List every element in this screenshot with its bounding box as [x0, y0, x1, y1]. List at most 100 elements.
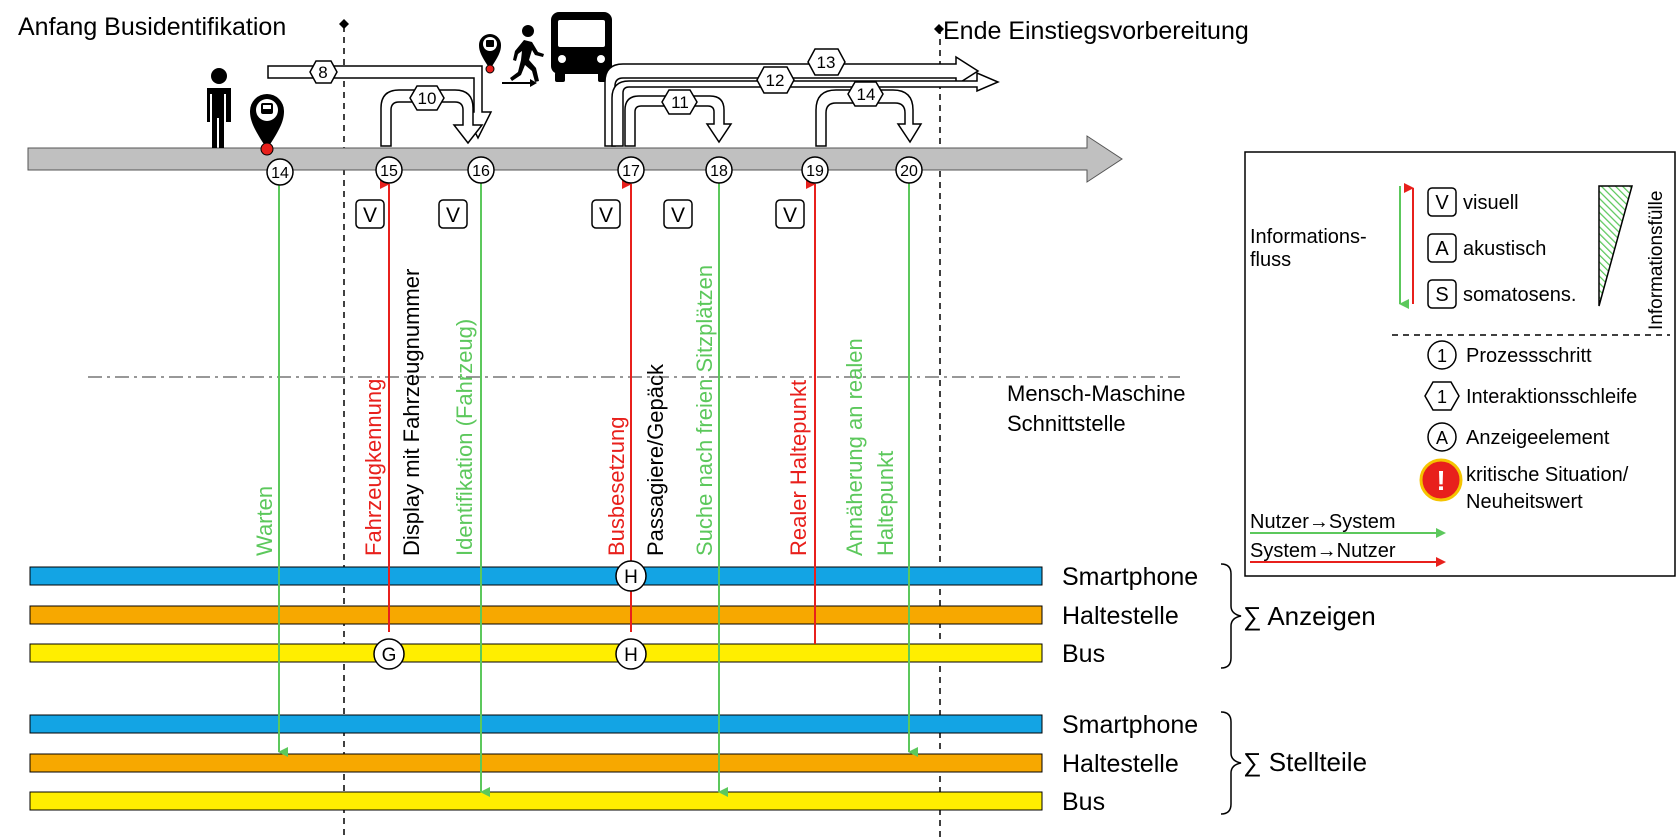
legend-step-circle: [1427, 340, 1457, 370]
end-phase-label: Ende Einstiegsvorbereitung: [943, 17, 1249, 45]
control-group-brace: [1220, 711, 1242, 815]
mode-badge-15: [355, 199, 385, 229]
legend-mode-somatosensory: somatosens.: [1463, 284, 1576, 306]
legend-critical-badge: !: [1436, 465, 1445, 496]
display-element-bus-15: [373, 638, 405, 670]
step-label-15: 15: [380, 163, 398, 180]
display-group-label: ∑ Anzeigen: [1243, 601, 1376, 631]
loop-14-badge: [847, 81, 884, 107]
legend-loop-badge: 1: [1437, 387, 1447, 407]
legend-step-badge: 1: [1437, 346, 1447, 366]
display-element-smartphone-17: [615, 560, 647, 592]
display-lane-label-bus: Bus: [1062, 640, 1105, 668]
step-label-16: 16: [472, 163, 490, 180]
loop-8-label: 8: [318, 63, 327, 82]
step-circle-18: [705, 156, 733, 184]
mode-badge-label-18: V: [671, 204, 685, 227]
step-circle-20: [895, 156, 923, 184]
flow-text-busbesetzung: Busbesetzung: [604, 417, 629, 556]
control-group-label: ∑ Stellteile: [1243, 747, 1367, 777]
flow-text-annaeherung: Annäherung an realen: [842, 338, 867, 556]
loop-13-badge: [807, 48, 846, 76]
control-lane-label-smartphone: Smartphone: [1062, 711, 1198, 739]
display-element-bus-17: [615, 638, 647, 670]
legend-mode-acoustic: akustisch: [1463, 238, 1546, 260]
display-group-brace: [1220, 563, 1242, 669]
step-circle-15: [375, 156, 403, 184]
legend-mode-badge-v: [1427, 187, 1457, 217]
control-lane-haltestelle: [29, 753, 1043, 773]
legend-element-circle: [1427, 422, 1457, 452]
info-fill-wedge: [1598, 185, 1633, 307]
legend-mode-badge-a-label: A: [1435, 238, 1449, 260]
loop-11-label: 11: [671, 93, 689, 112]
bus-icon: [551, 12, 612, 82]
loop-10-label: 10: [418, 89, 437, 108]
legend-system-to-user-arrowhead: [1436, 557, 1446, 567]
step-label-14: 14: [271, 165, 289, 182]
step-circle-19: [801, 156, 829, 184]
step-label-17: 17: [622, 163, 640, 180]
step-label-20: 20: [900, 163, 918, 180]
bus-stop-pin-icon: [250, 94, 284, 156]
bus-stop-pin-small-icon: [479, 34, 501, 74]
start-phase-marker: [339, 19, 349, 29]
legend-element-label: Anzeigeelement: [1466, 427, 1610, 449]
mode-badge-label-15: V: [363, 204, 377, 227]
loop-8-badge: [309, 60, 338, 84]
legend-mode-badge-a: [1427, 233, 1457, 263]
display-lane-bus: [29, 643, 1043, 663]
legend-user-to-system-arrowhead: [1436, 528, 1446, 538]
flow-text-sitzplaetze: Suche nach freien Sitzplätzen: [692, 265, 717, 556]
hmi-label-line1: Mensch-Maschine: [1007, 381, 1186, 406]
arrow-right-small-icon: [502, 79, 537, 87]
legend-mode-badge-s: [1427, 279, 1457, 309]
legend-critical-line1: kritische Situation/: [1466, 464, 1629, 486]
timeline-arrow: [27, 135, 1123, 183]
walking-person-icon: [510, 25, 544, 82]
legend-element-badge: A: [1436, 428, 1448, 448]
flow-text-warten: Warten: [252, 486, 277, 556]
mode-badge-16: [438, 199, 468, 229]
legend-mode-badge-v-label: V: [1435, 192, 1449, 214]
step-circle-16: [467, 156, 495, 184]
legend-info-flow-line2: fluss: [1250, 249, 1291, 271]
legend-info-flow-line1: Informations-: [1250, 226, 1367, 248]
control-lane-bus: [29, 791, 1043, 811]
legend-step-label: Prozessschritt: [1466, 345, 1592, 367]
loop-12-label: 12: [766, 71, 785, 90]
display-element-label-3: H: [624, 645, 638, 666]
loop-10-badge: [409, 85, 445, 111]
legend-info-fill-label: Informationsfülle: [1646, 191, 1667, 330]
mode-badge-18: [663, 199, 693, 229]
legend-system-to-user: System→Nutzer: [1250, 540, 1396, 562]
flow-text-passagiere: Passagiere/Gepäck: [643, 363, 668, 556]
mode-badge-17: [591, 199, 621, 229]
display-element-label-1: H: [624, 567, 638, 588]
end-phase-marker: [934, 24, 944, 34]
display-lane-haltestelle: [29, 605, 1043, 625]
start-phase-label: Anfang Busidentifikation: [18, 13, 286, 41]
flow-text-identifikation: Identifikation (Fahrzeug): [452, 319, 477, 556]
hmi-label-line2: Schnittstelle: [1007, 411, 1126, 436]
step-label-18: 18: [710, 163, 728, 180]
legend-user-to-system: Nutzer→System: [1250, 511, 1396, 533]
critical-situation-icon: [1419, 458, 1463, 502]
step-circle-14: [266, 158, 294, 186]
legend-mode-badge-s-label: S: [1435, 284, 1448, 306]
display-lane-label-haltestelle: Haltestelle: [1062, 602, 1179, 630]
legend-critical-line2: Neuheitswert: [1466, 491, 1583, 513]
flow-text-fahrzeugkennung: Fahrzeugkennung: [361, 379, 386, 556]
flow-text-display-fahrzeugnummer: Display mit Fahrzeugnummer: [399, 269, 424, 556]
legend: Informations- fluss V A S visuell akusti…: [1244, 151, 1676, 577]
legend-mode-visual: visuell: [1463, 192, 1519, 214]
legend-loop-hexagon: [1424, 381, 1460, 411]
display-lane-smartphone: [29, 566, 1043, 586]
step-circle-17: [617, 156, 645, 184]
flow-text-haltepunkt-real: Realer Haltepunkt: [786, 380, 811, 556]
person-icon: [207, 68, 231, 148]
flow-text-haltepunkt: Haltepunkt: [873, 451, 898, 556]
mode-badge-label-17: V: [599, 204, 613, 227]
mode-badge-19: [775, 199, 805, 229]
